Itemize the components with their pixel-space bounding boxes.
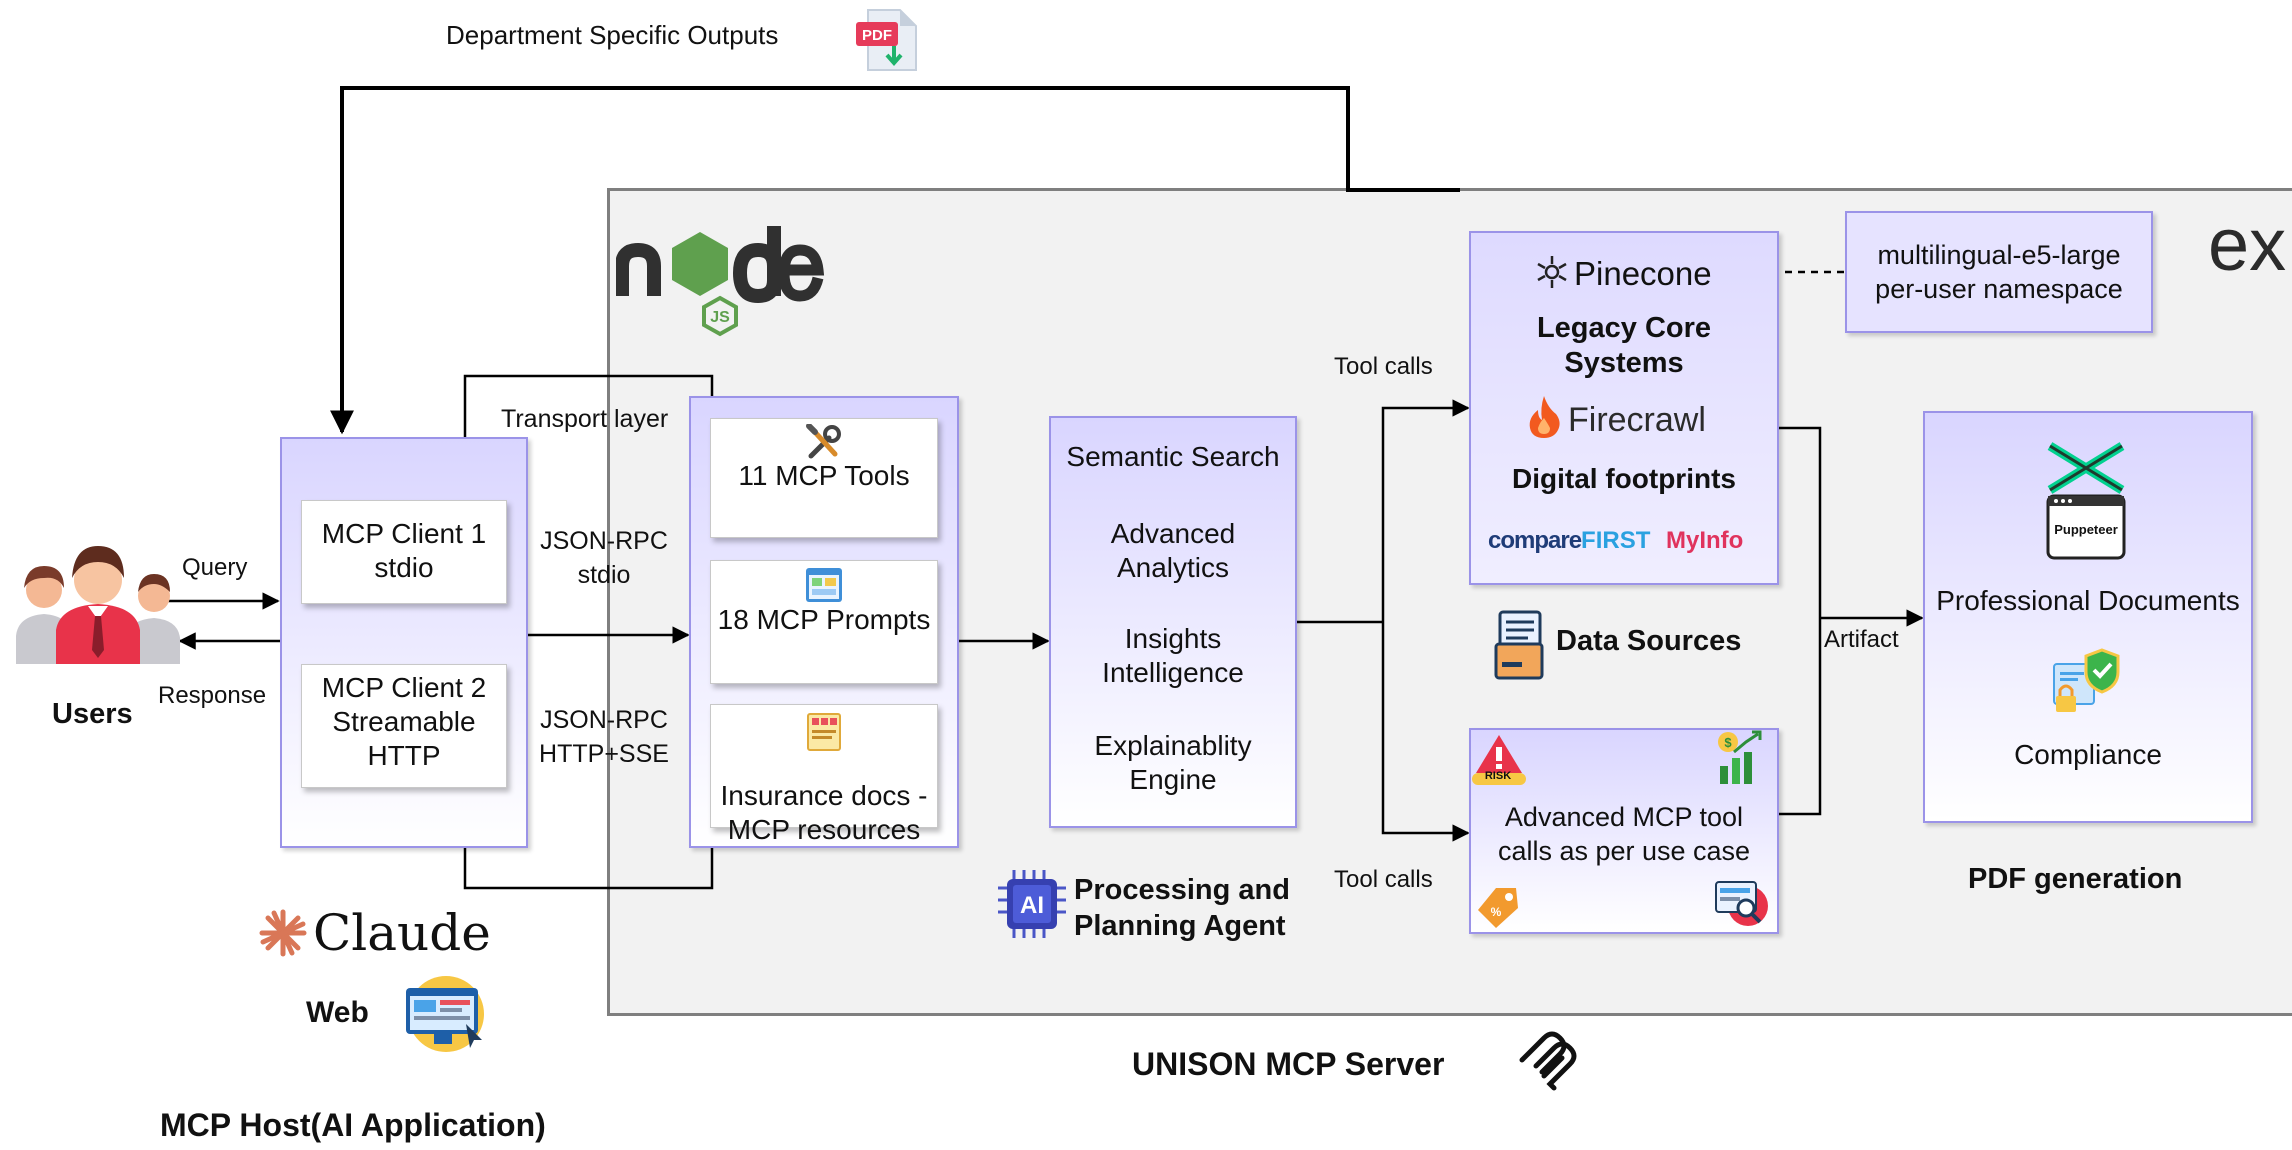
wrench-screwdriver-icon	[805, 423, 843, 467]
compliance-label: Compliance	[2014, 739, 2162, 770]
data-sources-caption: Data Sources	[1556, 625, 1742, 657]
sources-to-pdf-line	[1778, 426, 1822, 816]
mcp-logo-icon	[1514, 1030, 1578, 1099]
pinecone-label: Pinecone	[1574, 255, 1712, 292]
web-label: Web	[306, 996, 369, 1029]
users-label: Users	[52, 698, 133, 730]
transport-bracket	[463, 374, 714, 437]
comparefirst-logo: compareFIRST	[1488, 526, 1650, 556]
pdf-generation-box	[1923, 411, 2253, 823]
svg-text:$: $	[1724, 735, 1732, 750]
json-rpc-stdio-label: JSON-RPC stdio	[540, 527, 668, 589]
risk-label: RISK	[1484, 770, 1512, 782]
svg-text:PDF: PDF	[862, 27, 892, 44]
comparefirst-text-b: FIRST	[1581, 527, 1651, 554]
semantic-search-label: Semantic Search	[1066, 441, 1280, 472]
myinfo-label: MyInfo	[1666, 527, 1744, 554]
firecrawl-label: Firecrawl	[1568, 401, 1706, 439]
json-rpc-http-label: JSON-RPC HTTP+SSE	[539, 706, 669, 768]
price-tag-icon: %	[1476, 884, 1522, 935]
risk-warning-icon	[1470, 733, 1528, 792]
puppeteer-label: Puppeteer	[2054, 522, 2118, 537]
insights-intelligence-label: Insights Intelligence	[1102, 623, 1244, 688]
puppeteer-logo-icon	[2044, 438, 2128, 571]
compliance-shield-icon	[2050, 646, 2124, 721]
claude-starburst-icon	[258, 908, 308, 963]
mcp-resources-label: Insurance docs - MCP resources	[720, 780, 928, 845]
tool-calls-bottom-arrow	[1381, 622, 1470, 842]
professional-documents-label: Professional Documents	[1936, 585, 2240, 616]
processing-agent-box	[1049, 416, 1297, 828]
document-icon	[804, 712, 844, 757]
department-outputs-label: Department Specific Outputs	[446, 20, 779, 50]
claude-brand-text: Claude	[313, 904, 491, 962]
database-folder-icon	[1492, 610, 1550, 687]
mcp-client-2-card[interactable]: MCP Client 2 Streamable HTTP	[301, 664, 507, 788]
tool-calls-bottom-label: Tool calls	[1334, 866, 1433, 893]
users-group-icon	[12, 540, 182, 669]
legacy-core-systems-label: Legacy Core Systems	[1536, 312, 1712, 379]
svg-text:JS: JS	[710, 309, 730, 326]
pdf-generation-caption: PDF generation	[1968, 863, 2183, 895]
processing-agent-caption: Processing and Planning Agent	[1074, 874, 1290, 942]
mcp-resources-card[interactable]: Insurance docs - MCP resources	[710, 704, 938, 845]
mcp-tools-label: 11 MCP Tools	[738, 460, 910, 491]
pinecone-logo-icon	[1534, 254, 1570, 295]
corner-partial-text: ex	[2208, 203, 2287, 286]
explainability-engine-label: Explainablity Engine	[1094, 730, 1252, 795]
tool-calls-top-arrow	[1381, 399, 1470, 622]
firecrawl-flame-icon	[1526, 394, 1562, 445]
prompt-window-icon	[804, 566, 844, 609]
pdf-file-icon: PDF	[854, 8, 920, 77]
tool-calls-top-label: Tool calls	[1334, 353, 1433, 380]
embedding-box	[1845, 211, 2153, 333]
unison-mcp-server-title: UNISON MCP Server	[1132, 1046, 1445, 1082]
nodejs-logo-icon: JS	[615, 206, 826, 343]
svg-text:%: %	[1491, 905, 1502, 919]
digital-footprints-label: Digital footprints	[1512, 463, 1736, 494]
comparefirst-text-a: compare	[1488, 527, 1582, 554]
mcp-client-1-card[interactable]: MCP Client 1 stdio	[301, 500, 507, 604]
growth-chart-icon: $	[1714, 730, 1764, 791]
web-search-icon	[1714, 876, 1770, 935]
transport-bracket-bottom	[463, 846, 714, 890]
advanced-tools-label: Advanced MCP tool calls as per use case	[1497, 802, 1751, 866]
response-label: Response	[158, 682, 267, 709]
query-label: Query	[182, 554, 248, 581]
embedding-label: multilingual-e5-large per-user namespace	[1875, 240, 2123, 304]
ai-chip-label: AI	[1020, 892, 1044, 919]
feedback-loop-line	[330, 86, 1460, 435]
ai-chip-icon	[996, 868, 1068, 945]
mcp-host-title: MCP Host(AI Application)	[160, 1107, 546, 1143]
transport-layer-label: Transport layer	[501, 405, 669, 433]
web-browser-icon	[400, 976, 492, 1057]
data-sources-box	[1469, 231, 1779, 585]
artifact-label: Artifact	[1824, 626, 1899, 653]
mcp-prompts-label: 18 MCP Prompts	[717, 604, 931, 635]
advanced-analytics-label: Advanced Analytics	[1110, 518, 1236, 583]
